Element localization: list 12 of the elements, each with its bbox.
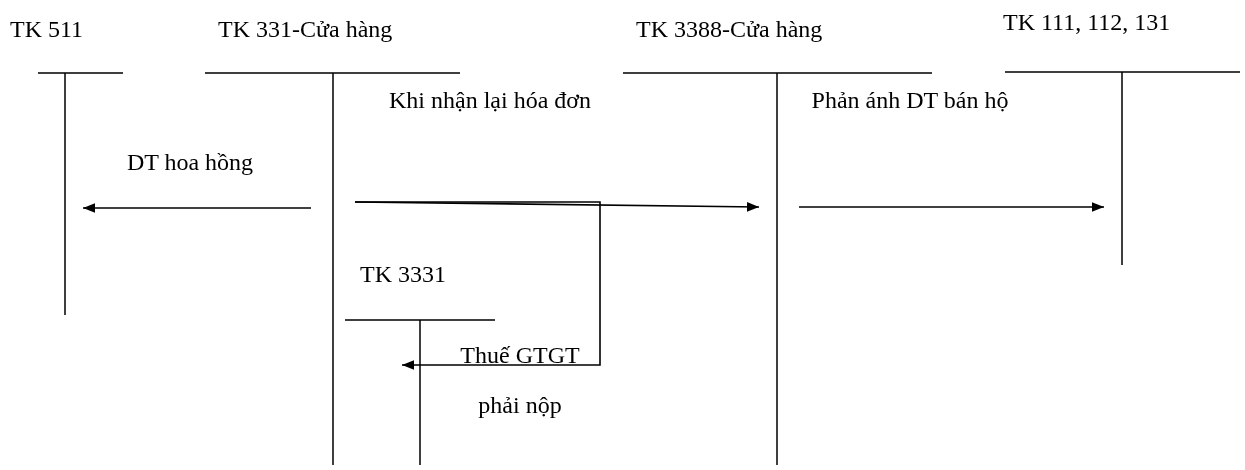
edge-label: Thuế GTGT phải nộp <box>459 341 581 420</box>
edge-label: DT hoa hồng <box>125 148 255 176</box>
account-title: TK 331-Cửa hàng <box>218 15 393 43</box>
edge-label: Khi nhận lại hóa đơn <box>388 86 592 114</box>
account-title: TK 3388-Cửa hàng <box>636 15 823 43</box>
edge-label: Phản ánh DT bán hộ <box>810 86 1010 114</box>
account-title: TK 511 <box>10 15 84 43</box>
account-title: TK 3331 <box>360 260 446 288</box>
arrow <box>354 201 601 370</box>
arrow <box>82 203 312 213</box>
account-title: TK 111, 112, 131 <box>1003 8 1171 36</box>
arrow <box>798 202 1105 212</box>
